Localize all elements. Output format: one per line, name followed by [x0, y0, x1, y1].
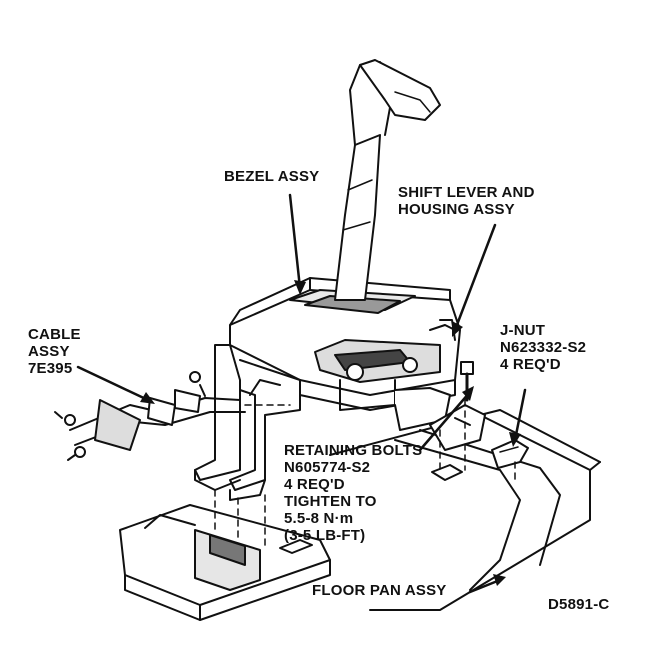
label-cable-assy: CABLE ASSY 7E395: [28, 326, 81, 377]
label-bolts-line-2: N605774-S2: [284, 459, 371, 476]
mounting-plate: [119, 504, 331, 621]
label-cable-line-2: ASSY: [28, 343, 70, 360]
floor-pan-leader: [468, 578, 502, 594]
figure-id: D5891-C: [548, 596, 610, 613]
label-shift-lever-line-2: HOUSING ASSY: [398, 201, 515, 218]
jnut-bracket: [429, 404, 529, 481]
label-jnut-line-2: N623332-S2: [500, 339, 587, 356]
bolts-leader: [418, 390, 472, 452]
label-cable-line-3: 7E395: [28, 360, 73, 377]
label-jnut-line-3: 4 REQ'D: [500, 356, 561, 373]
label-jnut: J-NUT N623332-S2 4 REQ'D: [500, 322, 586, 373]
leader-lines: [76, 193, 527, 594]
label-retaining-bolts: RETAINING BOLTS N605774-S2 4 REQ'D TIGHT…: [284, 442, 422, 544]
label-shift-lever-line-1: SHIFT LEVER AND: [398, 184, 535, 201]
cable-leader: [76, 365, 150, 402]
label-bolts-line-6: (3-5 LB-FT): [284, 527, 366, 544]
label-bolts-line-3: 4 REQ'D: [284, 476, 345, 493]
cable-assembly: [54, 371, 246, 461]
label-cable-line-1: CABLE: [28, 326, 81, 343]
floor-pan: [329, 409, 601, 611]
assembly-guide-lines: [214, 399, 516, 546]
label-bolts-line-5: 5.5-8 N·m: [284, 510, 354, 527]
arrow-heads: [140, 280, 521, 586]
label-bolts-line-4: TIGHTEN TO: [284, 493, 377, 510]
shift-housing: [229, 277, 461, 431]
bezel-leader: [288, 193, 302, 290]
label-jnut-line-1: J-NUT: [500, 322, 546, 339]
shift-lever-leader: [453, 223, 497, 332]
label-bolts-line-1: RETAINING BOLTS: [284, 442, 423, 459]
shift-lever: [334, 59, 441, 301]
jnut-leader: [513, 388, 527, 442]
label-shift-lever: SHIFT LEVER AND HOUSING ASSY: [398, 184, 535, 218]
label-floor-pan-assy: FLOOR PAN ASSY: [312, 582, 447, 599]
label-bezel-assy: BEZEL ASSY: [224, 168, 320, 185]
